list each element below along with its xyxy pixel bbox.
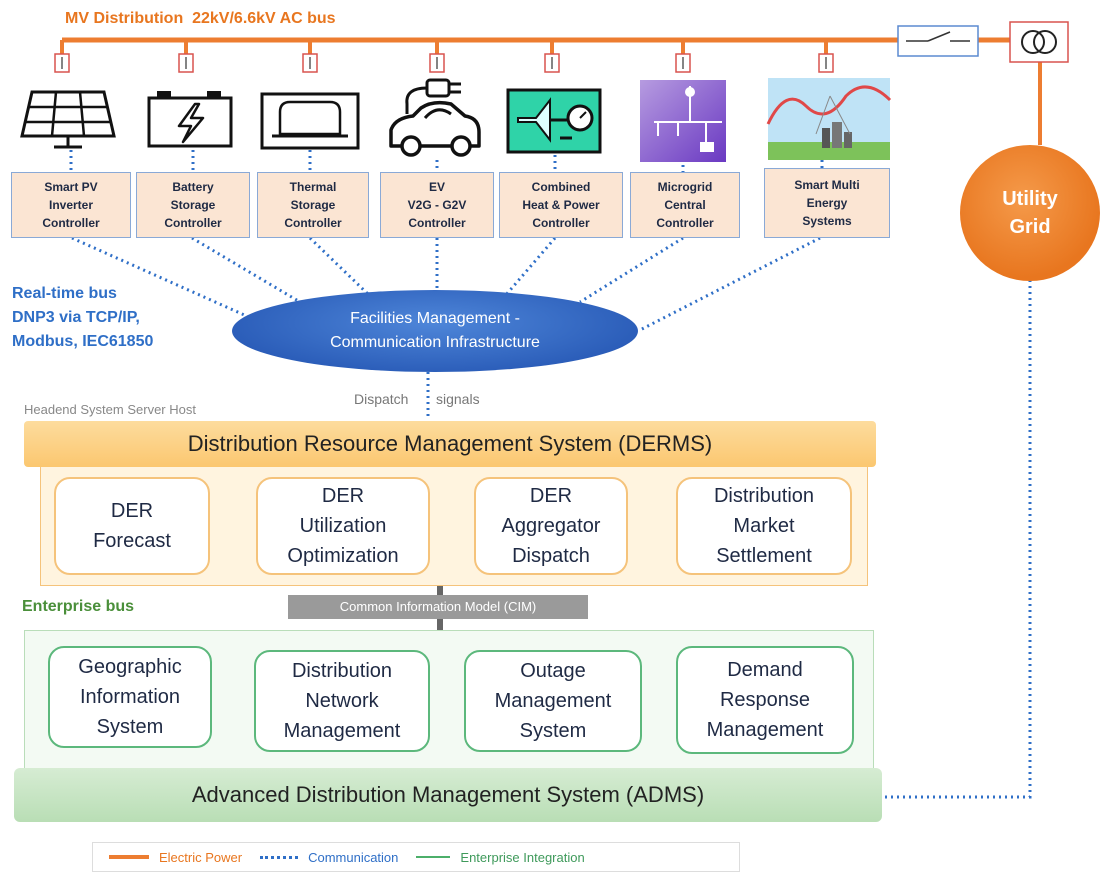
facilities-label: Facilities Management - Communication In… <box>330 310 540 351</box>
microgrid-icon <box>640 80 726 162</box>
dispatch-label-left: Dispatch <box>354 391 409 407</box>
city-energy-icon <box>766 78 892 160</box>
controller-ev[interactable]: EV V2G - G2V Controller <box>380 172 494 238</box>
legend-electric: Electric Power <box>109 850 242 865</box>
controller-chp[interactable]: Combined Heat & Power Controller <box>499 172 623 238</box>
enterprise-bus-label: Enterprise bus <box>22 598 135 615</box>
module-der-aggregator-dispatch[interactable]: DER Aggregator Dispatch <box>474 477 628 575</box>
legend: Electric Power Communication Enterprise … <box>92 842 740 872</box>
legend-enterprise-label: Enterprise Integration <box>460 849 585 865</box>
thermal-tank-icon <box>260 92 360 150</box>
realtime-bus-label: Real-time bus DNP3 via TCP/IP, Modbus, I… <box>12 285 154 350</box>
controller-smart-pv[interactable]: Smart PV Inverter Controller <box>11 172 131 238</box>
module-der-utilization-optimization[interactable]: DER Utilization Optimization <box>256 477 430 575</box>
module-der-forecast[interactable]: DER Forecast <box>54 477 210 575</box>
derms-title: Distribution Resource Management System … <box>187 431 713 456</box>
adms-title-bar <box>14 768 882 822</box>
battery-icon <box>147 91 233 148</box>
ev-car-icon <box>389 78 481 157</box>
controller-smart-multi-energy[interactable]: Smart Multi Energy Systems <box>764 168 890 238</box>
module-demand-response-management[interactable]: Demand Response Management <box>676 646 854 754</box>
controller-microgrid[interactable]: Microgrid Central Controller <box>630 172 740 238</box>
module-distribution-market-settlement[interactable]: Distribution Market Settlement <box>676 477 852 575</box>
derms-title-bar <box>24 421 876 467</box>
dispatch-label-right: signals <box>436 391 480 407</box>
legend-electric-label: Electric Power <box>159 849 243 865</box>
facilities-comm-ellipse[interactable]: Facilities Management - Communication In… <box>232 290 638 372</box>
legend-enterprise-swatch <box>416 856 451 858</box>
legend-comm-swatch <box>260 855 299 859</box>
legend-comm-label: Communication <box>308 849 399 865</box>
legend-electric-swatch <box>109 855 149 859</box>
module-outage-management-system[interactable]: Outage Management System <box>464 650 642 752</box>
comm-links-controllers <box>69 150 1032 799</box>
headend-label: Headend System Server Host <box>24 402 196 417</box>
mv-bus-label: MV Distribution 22kV/6.6kV AC bus <box>65 10 336 27</box>
cim-bar[interactable]: Common Information Model (CIM) <box>288 595 588 619</box>
utility-grid-node[interactable]: Utility Grid <box>960 145 1100 281</box>
legend-communication: Communication <box>260 850 398 865</box>
controller-battery-storage[interactable]: Battery Storage Controller <box>136 172 250 238</box>
module-geographic-information-system[interactable]: Geographic Information System <box>48 646 212 748</box>
utility-grid-label: Utility Grid <box>1002 188 1058 238</box>
adms-title: Advanced Distribution Management System … <box>191 782 705 807</box>
legend-enterprise: Enterprise Integration <box>416 849 585 865</box>
turbine-icon <box>506 88 602 154</box>
module-distribution-network-management[interactable]: Distribution Network Management <box>254 650 430 752</box>
transformer-symbol <box>1009 21 1069 63</box>
solar-panel-icon <box>20 90 116 149</box>
breaker-symbols <box>54 53 834 73</box>
controller-thermal-storage[interactable]: Thermal Storage Controller <box>257 172 369 238</box>
